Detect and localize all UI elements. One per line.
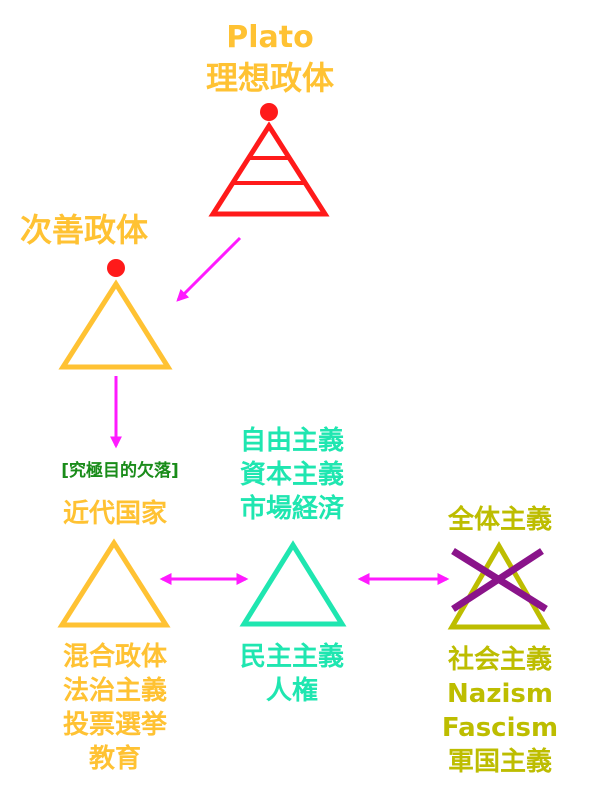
democracy-labels: 民主主義 人権 — [192, 639, 392, 709]
totalitarian-ideologies-labels: 社会主義 Nazism Fascism 軍国主義 — [400, 642, 600, 780]
second-best-apex-dot — [107, 259, 125, 277]
totalitarian-triangle — [447, 541, 551, 630]
totalitarian-triangle-outline — [447, 541, 551, 630]
education-label: 教育 — [86, 741, 144, 777]
market-economy-label: 市場経済 — [237, 491, 347, 527]
nazism-label: Nazism — [444, 676, 556, 712]
human-rights-label: 人権 — [263, 673, 321, 709]
modern-state-label: 近代国家 — [60, 496, 170, 532]
mixed-government-label: 混合政体 — [60, 639, 170, 675]
mixed-government-triangle — [57, 538, 171, 628]
mixed-government-labels: 混合政体 法治主義 投票選挙 教育 — [10, 639, 220, 777]
arrow-ideal-to-second-best — [176, 236, 242, 302]
capitalism-label: 資本主義 — [237, 457, 347, 493]
second-best-triangle — [58, 259, 173, 370]
elections-label: 投票選挙 — [60, 707, 170, 743]
missing-ultimate-purpose-label: [究極目的欠落] — [59, 459, 181, 483]
fascism-label: Fascism — [439, 710, 561, 746]
totalitarianism-label: 全体主義 — [445, 502, 555, 538]
rule-of-law-label: 法治主義 — [60, 673, 170, 709]
cross-out-icon-stroke-2 — [451, 548, 544, 612]
militarism-label: 軍国主義 — [445, 744, 555, 780]
second-best-triangle-outline — [58, 279, 173, 370]
ideal-state-triangle-outline — [208, 121, 330, 217]
democracy-label: 民主主義 — [237, 639, 347, 675]
democracy-triangle — [239, 540, 347, 627]
ideal-state-label: 理想政体 — [203, 56, 337, 100]
liberalism-label: 自由主義 — [237, 423, 347, 459]
ideal-state-triangle — [208, 103, 330, 217]
socialism-label: 社会主義 — [445, 642, 555, 678]
plato-label: Plato — [223, 17, 316, 58]
second-best-label: 次善政体 — [17, 208, 151, 252]
liberal-market-labels: 自由主義 資本主義 市場経済 — [192, 423, 392, 527]
ideal-state-apex-dot — [260, 103, 278, 121]
